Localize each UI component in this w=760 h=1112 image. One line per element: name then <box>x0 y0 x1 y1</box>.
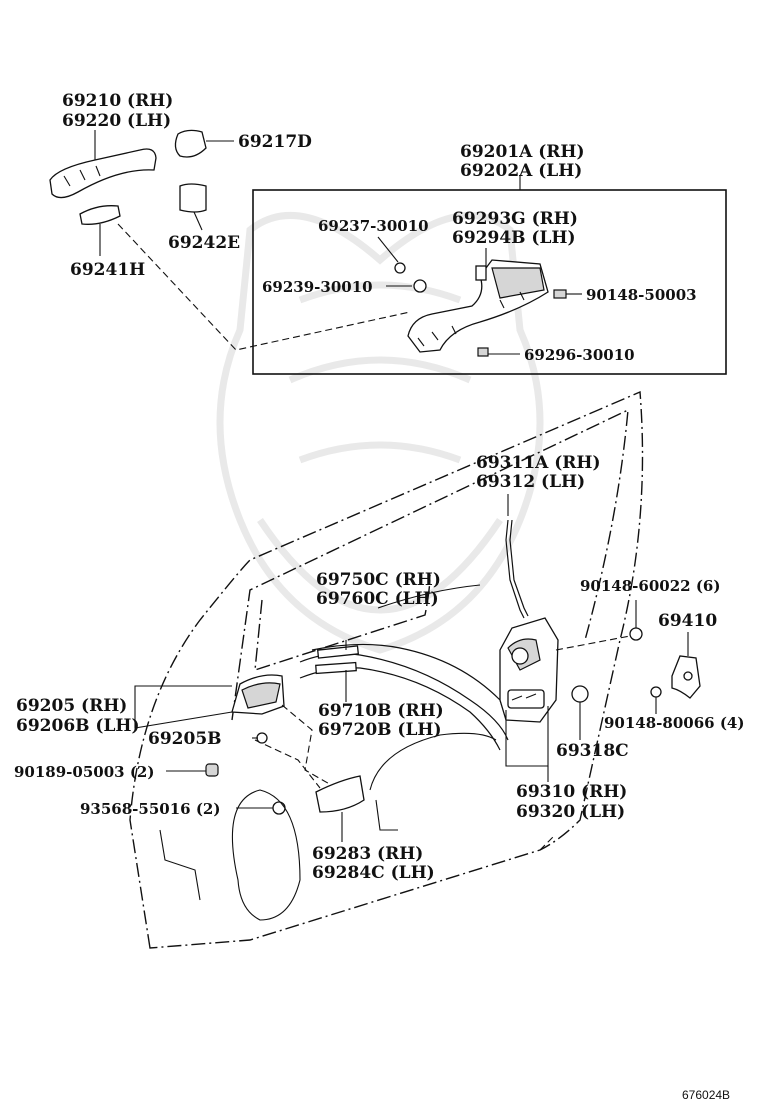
label-69217d: 69217D <box>238 132 312 152</box>
screw-93568 <box>236 801 286 815</box>
door-outline <box>129 390 644 949</box>
control-cables <box>299 584 509 751</box>
service-hole-outline <box>231 789 301 921</box>
catalog-code: 676024B <box>682 1088 730 1102</box>
handle-cap-69217d <box>174 129 234 158</box>
label-69410: 69410 <box>658 611 717 631</box>
label-69283: 69283 (RH) <box>312 844 423 864</box>
outside-handle-69210 <box>49 130 157 199</box>
collar-69318c <box>571 685 589 740</box>
door-lock-69310 <box>499 617 631 782</box>
handle-frame-link-line <box>117 223 411 351</box>
clip-90189 <box>166 763 219 777</box>
handle-rod-dashline <box>281 704 341 791</box>
label-69205: 69205 (RH) <box>16 696 127 716</box>
handle-clip-dashline <box>254 739 321 789</box>
door-panel-contour <box>369 732 497 791</box>
label-69242e: 69242E <box>168 233 240 253</box>
label-69320: 69320 (LH) <box>516 802 625 822</box>
label-69210: 69210 (RH) <box>62 91 173 111</box>
label-69760c: 69760C (LH) <box>316 589 439 609</box>
label-93568: 93568-55016 (2) <box>80 800 220 818</box>
label-69296: 69296-30010 <box>524 346 635 364</box>
label-69312: 69312 (LH) <box>476 472 585 492</box>
label-90148-50003: 90148-50003 <box>586 286 697 304</box>
label-69206b: 69206B (LH) <box>16 716 140 736</box>
label-69311a: 69311A (RH) <box>476 453 601 473</box>
label-90189: 90189-05003 (2) <box>14 763 154 781</box>
label-69220: 69220 (LH) <box>62 111 171 131</box>
lock-rod-69311a <box>505 494 529 619</box>
frame-assembly-box <box>252 189 727 375</box>
handle-frame-box <box>252 176 727 375</box>
door-inner-contour <box>159 829 201 901</box>
handle-pad-69241h <box>79 205 121 256</box>
lower-dashline <box>539 834 556 851</box>
clip-69205b <box>252 732 268 744</box>
label-69750c: 69750C (RH) <box>316 570 441 590</box>
door-striker-69410 <box>671 632 701 699</box>
handle-pad-69242e <box>179 183 207 231</box>
label-69202a: 69202A (LH) <box>460 161 582 181</box>
label-69241h: 69241H <box>70 260 145 280</box>
label-69310: 69310 (RH) <box>516 782 627 802</box>
door-panel-contour-2 <box>375 799 398 831</box>
cover-69283 <box>315 775 365 842</box>
label-69710b: 69710B (RH) <box>318 701 444 721</box>
label-69237: 69237-30010 <box>318 217 429 235</box>
label-69318c: 69318C <box>556 741 629 761</box>
screw-90148-60022 <box>629 600 643 641</box>
label-69239: 69239-30010 <box>262 278 373 296</box>
label-69201a: 69201A (RH) <box>460 142 585 162</box>
label-90148-80066: 90148-80066 (4) <box>604 714 744 732</box>
inside-handle-69205 <box>134 674 285 729</box>
label-90148-60022: 90148-60022 (6) <box>580 577 720 595</box>
label-69294b: 69294B (LH) <box>452 228 576 248</box>
background-watermark <box>216 212 544 654</box>
label-69205b: 69205B <box>148 729 222 749</box>
label-69293g: 69293G (RH) <box>452 209 578 229</box>
label-69720b: 69720B (LH) <box>318 720 442 740</box>
bolt-90148-80066 <box>650 686 662 714</box>
label-69284c: 69284C (LH) <box>312 863 435 883</box>
